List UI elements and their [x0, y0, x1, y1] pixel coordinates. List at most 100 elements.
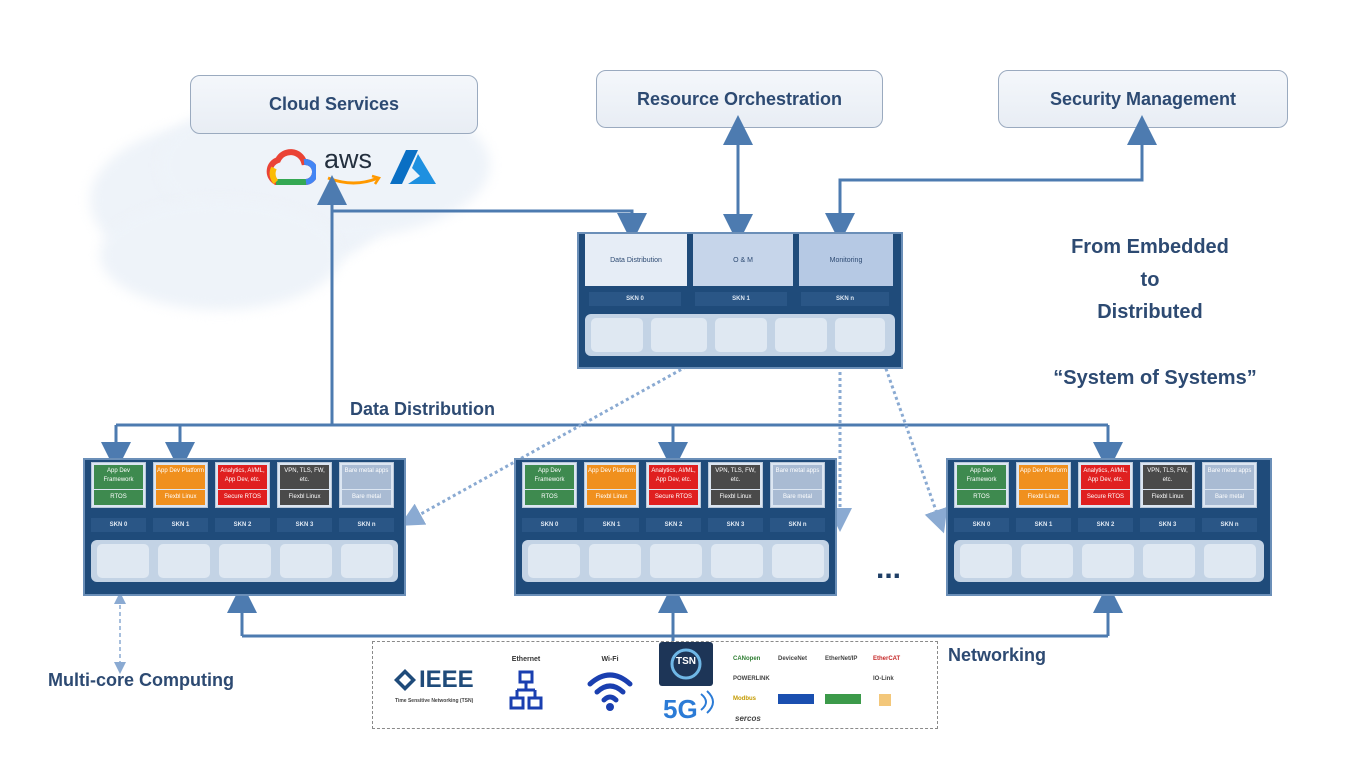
node-cell: VPN, TLS, FW, etc.Flexbl Linux — [277, 462, 332, 508]
hw-tile — [1143, 544, 1195, 578]
iolink-logo: IO-Link — [873, 676, 894, 682]
om-cell: O & M — [693, 234, 793, 286]
center-hardware-row — [585, 314, 895, 356]
node-cell-top: VPN, TLS, FW, etc. — [280, 465, 329, 489]
standards-box: IEEE Time Sensitive Networking (TSN) Eth… — [372, 641, 938, 729]
node-cell: Analytics, AI/ML, App Dev, etc.Secure RT… — [646, 462, 701, 508]
node-cell-bottom: Flexbl Linux — [1143, 490, 1192, 505]
ellipsis-label: ... — [876, 552, 902, 585]
system-of-systems-label: “System of Systems” — [1053, 367, 1257, 389]
hw-tile — [158, 544, 210, 578]
node-cell-top: Analytics, AI/ML, App Dev, etc. — [649, 465, 698, 489]
hw-tile — [219, 544, 271, 578]
embedded-line-3: Distributed — [1097, 301, 1203, 323]
multicore-label: Multi-core Computing — [48, 670, 234, 690]
aws-logo: aws — [324, 144, 373, 174]
node-cell-top: App Dev Framework — [957, 465, 1006, 489]
data-distribution-cell: Data Distribution — [585, 234, 687, 286]
azure-icon — [390, 150, 436, 184]
monitoring-cell: Monitoring — [799, 234, 893, 286]
node-cell: VPN, TLS, FW, etc.Flexbl Linux — [708, 462, 763, 508]
node-cell-bottom: Secure RTOS — [218, 490, 267, 505]
tsn-ring-icon — [670, 648, 702, 680]
five-g-waves-icon — [700, 690, 714, 714]
node-cell-bottom: RTOS — [525, 490, 574, 505]
modbus-logo: Modbus — [733, 696, 756, 702]
google-cloud-icon — [266, 149, 316, 185]
node-skn-label: SKN 3 — [277, 518, 332, 532]
node-cell-top: Analytics, AI/ML, App Dev, etc. — [218, 465, 267, 489]
node-skn-label: SKN n — [339, 518, 394, 532]
five-g-logo: 5G — [663, 694, 698, 724]
node-skn-label: SKN n — [770, 518, 825, 532]
ieee-diamond-icon — [394, 669, 416, 691]
embedded-line-2: to — [1140, 269, 1160, 291]
ethernetip-logo: EtherNet/IP — [825, 656, 858, 662]
hw-tile — [960, 544, 1012, 578]
node-hardware-row — [522, 540, 829, 582]
node-skn-label: SKN 3 — [708, 518, 763, 532]
node-cell-top: Analytics, AI/ML, App Dev, etc. — [1081, 465, 1130, 489]
node-skn-label: SKN 2 — [1078, 518, 1133, 532]
node-cell-bottom: Flexbl Linux — [280, 490, 329, 505]
profinet-logo-block — [778, 694, 814, 704]
node-cell-top: Bare metal apps — [773, 465, 822, 489]
node-skn-label: SKN 0 — [522, 518, 577, 532]
hw-tile — [775, 318, 827, 352]
ieee-subtitle: Time Sensitive Networking (TSN) — [395, 698, 474, 704]
node-cell-bottom: Flexbl Linux — [1019, 490, 1068, 505]
devicenet-logo: DeviceNet — [778, 656, 808, 662]
node-cell-top: App Dev Platform — [156, 465, 205, 489]
node-skn-label: SKN 2 — [215, 518, 270, 532]
embedded-line-1: From Embedded — [1071, 236, 1229, 258]
node-cell-bottom: Bare metal — [1205, 490, 1254, 505]
node-skn-label: SKN 2 — [646, 518, 701, 532]
center-skn-0: SKN 0 — [589, 292, 681, 306]
node-skn-label: SKN 0 — [91, 518, 146, 532]
hw-tile — [341, 544, 393, 578]
node-cell-top: VPN, TLS, FW, etc. — [711, 465, 760, 489]
wifi-label: Wi-Fi — [601, 656, 619, 663]
node-cell-bottom: Secure RTOS — [1081, 490, 1130, 505]
hw-tile — [1204, 544, 1256, 578]
node-hardware-row — [91, 540, 398, 582]
ethernet-label: Ethernet — [511, 656, 541, 663]
node-cell-bottom: Bare metal — [342, 490, 391, 505]
ethernet-icon — [509, 670, 543, 710]
hw-tile — [528, 544, 580, 578]
hw-tile — [1021, 544, 1073, 578]
canopen-logo: CANopen — [733, 656, 761, 662]
center-skn-n: SKN n — [801, 292, 889, 306]
cloud-services-box: Cloud Services — [190, 75, 478, 134]
node-cell-top: Bare metal apps — [342, 465, 391, 489]
hw-tile — [97, 544, 149, 578]
ieee-logo: IEEE — [419, 666, 474, 693]
hw-tile — [1082, 544, 1134, 578]
networking-label: Networking — [948, 645, 1047, 665]
node-cell-bottom: Secure RTOS — [649, 490, 698, 505]
hw-tile — [835, 318, 885, 352]
ethercat-logo: EtherCAT — [873, 656, 901, 662]
data-distribution-label: Data Distribution — [350, 399, 496, 419]
node-cell: Analytics, AI/ML, App Dev, etc.Secure RT… — [1078, 462, 1133, 508]
node-cell-bottom: Flexbl Linux — [156, 490, 205, 505]
hw-tile — [651, 318, 707, 352]
node-cell-top: App Dev Framework — [525, 465, 574, 489]
green-logo-block — [825, 694, 861, 704]
hw-tile — [650, 544, 702, 578]
powerlink-logo: POWERLINK — [733, 676, 770, 682]
hw-tile — [591, 318, 643, 352]
node-cell-top: App Dev Platform — [1019, 465, 1068, 489]
node-cell-top: Bare metal apps — [1205, 465, 1254, 489]
center-module: Data Distribution O & M Monitoring SKN 0… — [577, 232, 903, 369]
